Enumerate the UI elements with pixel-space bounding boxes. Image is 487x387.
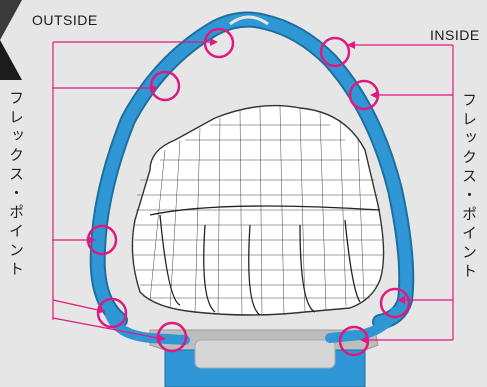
flex-point-label-right: フレックス・ポイント <box>459 92 480 282</box>
inside-label: INSIDE <box>430 27 480 43</box>
flex-point-label-left: フレックス・ポイント <box>6 90 27 280</box>
fist-mesh <box>132 106 383 316</box>
outside-label: OUTSIDE <box>32 12 98 28</box>
cuff-plate <box>195 340 335 368</box>
